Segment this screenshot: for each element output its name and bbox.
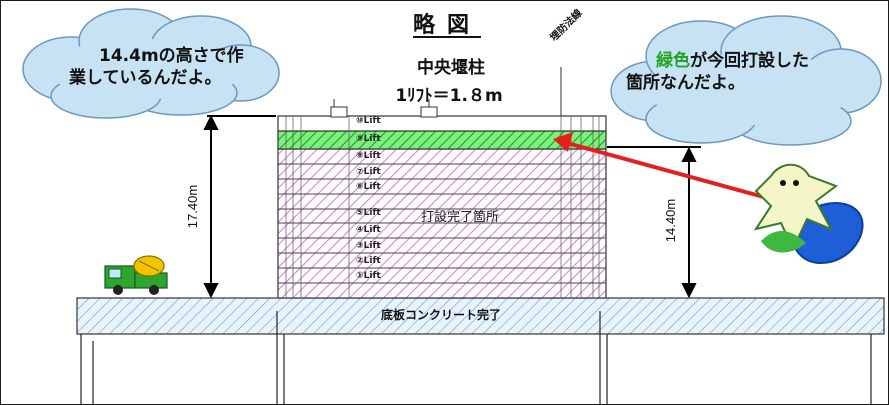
lift-label-1: ①Lift bbox=[356, 271, 381, 281]
base-slab bbox=[76, 297, 885, 335]
lift-label-4: ④Lift bbox=[356, 225, 381, 235]
completed-lifts-area bbox=[277, 148, 607, 299]
right-cloud bbox=[610, 15, 882, 146]
top-embed-left bbox=[330, 106, 348, 118]
lift-label-10: ⑩Lift bbox=[356, 116, 381, 126]
lift-label-2: ②Lift bbox=[356, 256, 381, 266]
lift-label-8: ⑧Lift bbox=[356, 151, 381, 161]
lift-label-7: ⑦Lift bbox=[356, 167, 381, 177]
right-bubble-line2: 箇所なんだよ。 bbox=[626, 73, 745, 93]
right-bubble-highlight: 緑色 bbox=[656, 51, 690, 71]
right-bubble-line1-rest: が今回打設した bbox=[690, 51, 809, 71]
left-bubble-text: 14.4mの高さで作 業しているんだよ。 bbox=[59, 45, 244, 89]
pier-top bbox=[277, 115, 607, 132]
left-bubble-line2: 業しているんだよ。 bbox=[69, 68, 222, 88]
mixer-truck bbox=[104, 255, 168, 295]
right-bubble-text: 緑色が今回打設した 箇所なんだよ。 bbox=[626, 50, 809, 94]
foundation-lines bbox=[80, 311, 872, 404]
top-embed-right bbox=[420, 106, 438, 118]
base-slab-label: 底板コンクリート完了 bbox=[380, 308, 501, 322]
left-dimension bbox=[203, 114, 276, 299]
right-dimension bbox=[607, 146, 701, 299]
left-bubble-line1: 14.4mの高さで作 bbox=[99, 46, 244, 66]
right-bubble-line1: 緑色が今回打設した bbox=[626, 50, 809, 72]
left-cloud bbox=[22, 8, 280, 119]
lift-label-5: ⑤Lift bbox=[356, 208, 381, 218]
poured-area-label: 打設完了箇所 bbox=[421, 210, 500, 225]
lift-label-6: ⑥Lift bbox=[356, 182, 381, 192]
lift-label-3: ③Lift bbox=[356, 241, 381, 251]
lift-lines bbox=[278, 163, 606, 284]
lift-label-9: ⑨Lift bbox=[356, 134, 381, 144]
current-height-label: 14.40m bbox=[663, 198, 679, 243]
structure-name: 中央堰柱 bbox=[417, 58, 485, 78]
diagram-title: 略図 bbox=[412, 13, 481, 38]
mascot-character bbox=[753, 163, 864, 265]
pointer-arrow bbox=[553, 132, 772, 201]
total-height-label: 17.40m bbox=[185, 184, 201, 229]
lift-rule: 1ﾘﾌﾄ＝1.８m bbox=[395, 86, 503, 106]
